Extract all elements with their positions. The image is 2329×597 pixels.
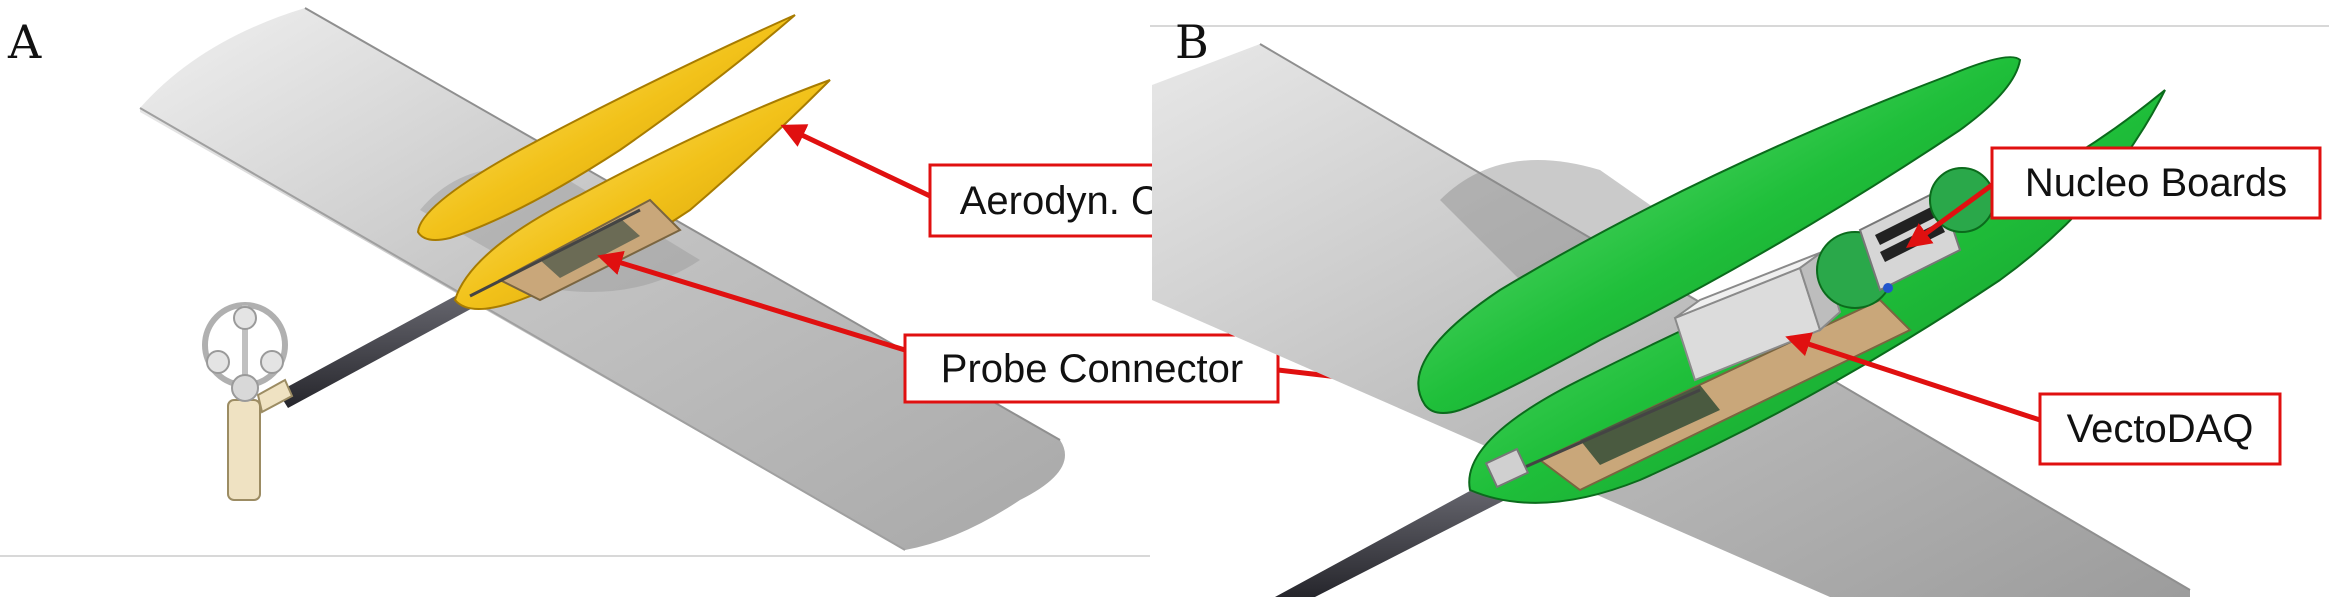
callout-probe-connector: Probe Connector	[597, 250, 1585, 416]
panel-b-letter: B	[1175, 15, 1209, 69]
panel-b-aerodyn-cap	[1417, 56, 2022, 415]
callout-vectodaq: VectoDAQ	[1785, 332, 2282, 466]
panel-a-boom	[278, 288, 480, 408]
callout-vectodaq-label: VectoDAQ	[2067, 407, 2254, 451]
panel-a-aerodyn-cap	[416, 14, 796, 241]
panel-a-letter: A	[7, 15, 42, 69]
callout-probe-connector-label: Probe Connector	[941, 347, 1243, 391]
panel-a-yellow-pod	[453, 79, 831, 310]
panel-b-wing	[1152, 43, 2191, 597]
panel-b-vectodaq-box	[1673, 250, 1842, 382]
panel-b: B	[1152, 15, 2322, 597]
callout-nucleo-boards-label: Nucleo Boards	[2025, 161, 2287, 205]
panel-b-boom	[1275, 480, 1505, 597]
panel-a-wing	[139, 7, 1065, 551]
callout-nucleo-boards: Nucleo Boards	[1905, 146, 2322, 248]
panel-a-probe-sensor	[202, 302, 294, 501]
